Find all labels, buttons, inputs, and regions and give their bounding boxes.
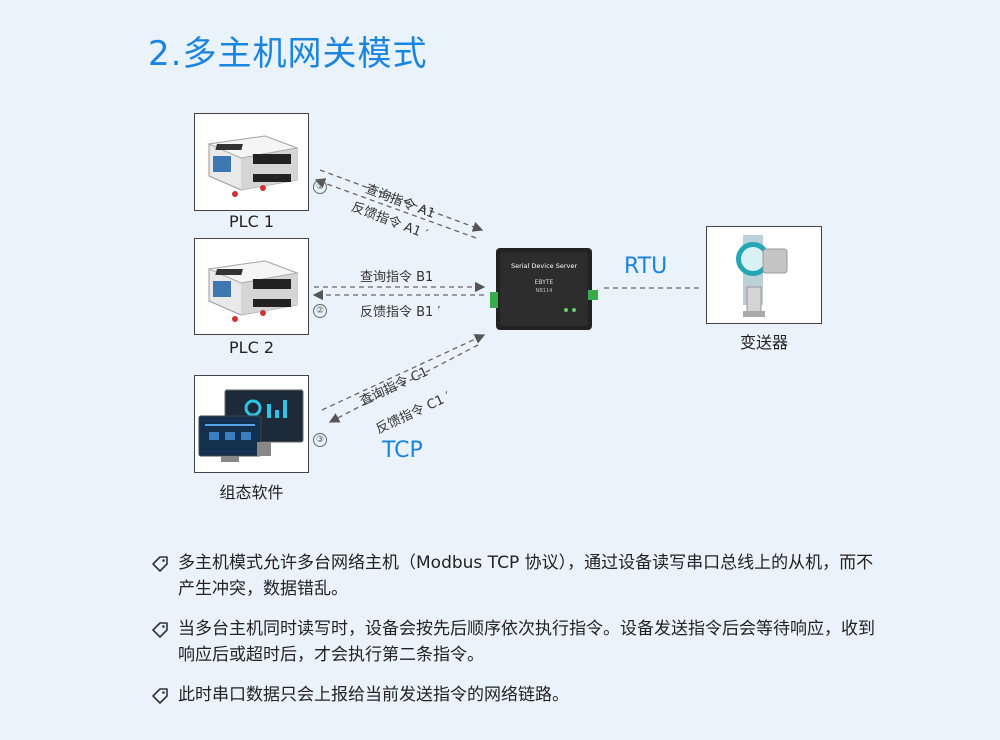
serial-server-icon: Serial Device Server EBYTE NB114 [490,248,598,330]
note-text: 多主机模式允许多台网络主机（Modbus TCP 协议），通过设备读写串口总线上… [178,553,874,599]
plc1-label: PLC 1 [229,212,274,231]
arrow-a-query [319,169,484,232]
marker-2: ② [313,304,327,318]
server-name-text: Serial Device Server [511,262,577,270]
marker-3: ③ [313,433,327,447]
arrow-c-query [321,334,486,411]
plc2-box [194,238,309,335]
marker-1: ① [313,180,327,194]
transmitter-box [706,226,822,324]
note-item: 多主机模式允许多台网络主机（Modbus TCP 协议），通过设备读写串口总线上… [150,550,880,602]
scada-label: 组态软件 [219,483,284,502]
server-brand-text: EBYTE [535,279,554,286]
monitor-icon [198,389,304,462]
cmd-b-query: 查询指令 B1 [360,270,434,285]
server-model-text: NB114 [536,288,553,294]
rtu-label: RTU [624,254,668,279]
arrow-a-reply [314,178,477,239]
arrow-c-reply [328,344,479,423]
transmitter-icon [736,235,788,317]
scada-box [194,375,309,473]
tcp-label: TCP [382,438,423,463]
transmitter-label: 变送器 [739,333,788,352]
plc-device-icon [207,135,299,197]
plc-device-icon [207,260,299,322]
page-title: 2.多主机网关模式 [148,34,428,74]
tag-icon [152,622,168,638]
plc2-label: PLC 2 [229,338,274,357]
note-text: 此时串口数据只会上报给当前发送指令的网络链路。 [178,685,569,705]
tag-icon [152,688,168,704]
plc1-box [194,113,309,211]
note-item: 当多台主机同时读写时，设备会按先后顺序依次执行指令。设备发送指令后会等待响应，收… [150,616,880,668]
tag-icon [152,556,168,572]
note-text: 当多台主机同时读写时，设备会按先后顺序依次执行指令。设备发送指令后会等待响应，收… [178,619,875,665]
notes-list: 多主机模式允许多台网络主机（Modbus TCP 协议），通过设备读写串口总线上… [150,550,880,722]
cmd-b-reply: 反馈指令 B1 ′ [360,305,441,320]
note-item: 此时串口数据只会上报给当前发送指令的网络链路。 [150,682,880,708]
